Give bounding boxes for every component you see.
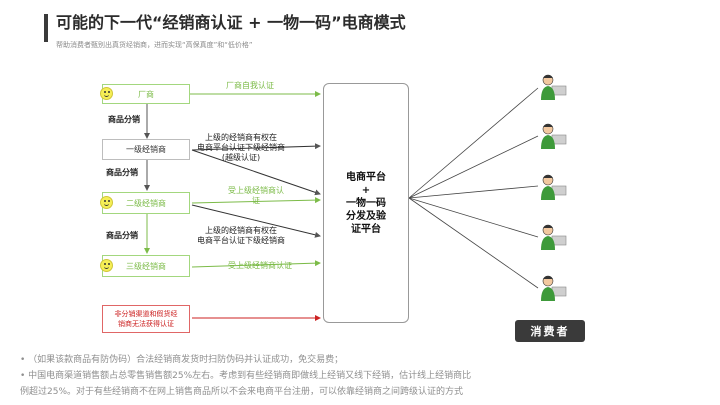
goods-distribution-label-1: 商品分销 [108, 115, 140, 124]
bullet-item: • （如果该款商品有防伪码）合法经销商发货时扫防伪码并认证成功，免交易费； [20, 355, 344, 365]
smiley-icon [100, 259, 113, 272]
consumer-person-icon [541, 74, 567, 100]
consumer-person-icon [541, 275, 567, 301]
platform-label: 电商平台 + 一物一码 分发及验 证平台 [346, 171, 386, 235]
consumer-person-icon [541, 123, 567, 149]
smiley-icon [100, 87, 113, 100]
second-dealer-node: 二级经销商 [102, 192, 190, 214]
upper-dealer-authority-label-1: 上级的经销商有权在 电商平台认证下级经销商 (越级认证) [197, 133, 285, 162]
consumer-person-icon [541, 174, 567, 200]
consumer-label-box: 消费者 [515, 320, 585, 342]
page-title: 可能的下一代“经销商认证 + 一物一码”电商模式 [56, 13, 406, 32]
bullet-item: • 中国电商渠道销售额占总零售销售额25%左右。考虑到有些经销商即做线上经销又线… [20, 371, 472, 381]
title-accent-bar [44, 14, 48, 42]
bullet-item: 例超过25%。对于有些经销商不在网上销售商品所以不会来电商平台注册，可以依靠经销… [20, 387, 464, 397]
upper-dealer-authority-label-2: 上级的经销商有权在 电商平台认证下级经销商 [197, 226, 285, 245]
smiley-icon [100, 196, 113, 209]
consumer-label: 消费者 [530, 325, 570, 338]
upper-dealer-certified-label-1: 受上级经销商认 证 [228, 186, 284, 205]
first-dealer-node: 一级经销商 [102, 139, 190, 160]
ecommerce-platform-box: 电商平台 + 一物一码 分发及验 证平台 [323, 83, 409, 323]
goods-distribution-label-2: 商品分销 [106, 168, 138, 177]
manufacturer-label: 厂商 [138, 89, 154, 99]
goods-distribution-label-3: 商品分销 [106, 231, 138, 240]
first-dealer-label: 一级经销商 [126, 145, 166, 154]
third-dealer-node: 三级经销商 [102, 255, 190, 277]
upper-dealer-certified-label-2: 受上级经销商认证 [228, 261, 292, 270]
third-dealer-label: 三级经销商 [126, 261, 166, 271]
manufacturer-node: 厂商 [102, 84, 190, 104]
second-dealer-label: 二级经销商 [126, 198, 166, 208]
self-certification-label: 厂商自我认证 [226, 81, 274, 90]
unauthorized-dealer-node: 非分销渠道和假货经 销商无法获得认证 [102, 305, 190, 333]
page-subtitle: 帮助消费者甄别出真货经销商，进而实现“高保真度”和“低价格” [56, 41, 253, 49]
consumer-person-icon [541, 224, 567, 250]
bullet-notes: • （如果该款商品有防伪码）合法经销商发货时扫防伪码并认证成功，免交易费； • … [20, 352, 710, 400]
